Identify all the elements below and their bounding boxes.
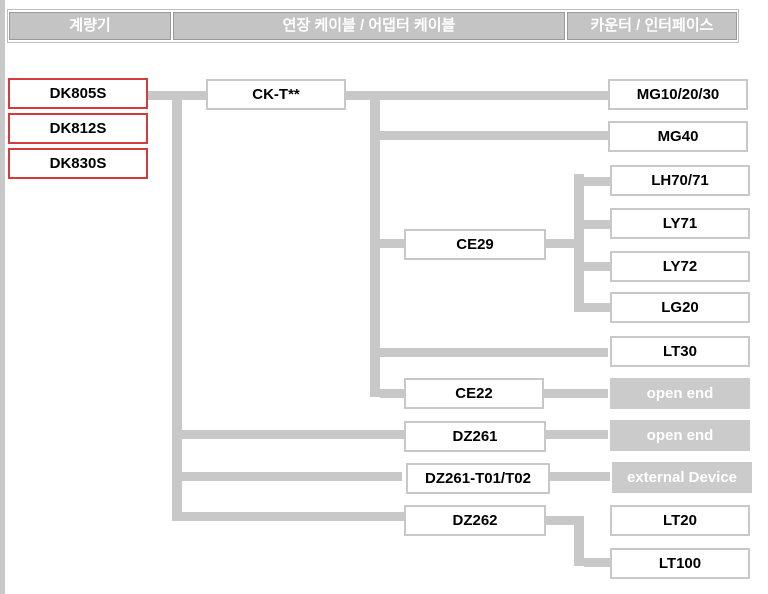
device-mg10-20-30[interactable]: MG10/20/30 xyxy=(608,79,748,110)
connector xyxy=(380,239,404,248)
device-open-end-2[interactable]: open end xyxy=(610,420,750,451)
connector xyxy=(380,348,608,357)
connector xyxy=(544,389,608,398)
connector xyxy=(182,472,402,481)
connector xyxy=(584,558,610,567)
device-ly71[interactable]: LY71 xyxy=(610,208,750,239)
connector xyxy=(182,512,404,521)
device-ly72[interactable]: LY72 xyxy=(610,251,750,282)
connector xyxy=(380,389,404,398)
meter-dk830s[interactable]: DK830S xyxy=(8,148,148,179)
device-external[interactable]: external Device xyxy=(612,462,752,493)
connector xyxy=(346,91,608,100)
connector xyxy=(574,516,584,566)
connector xyxy=(584,303,610,312)
device-open-end-1[interactable]: open end xyxy=(610,378,750,409)
cable-dz261-t01-t02[interactable]: DZ261-T01/T02 xyxy=(406,463,550,494)
meter-dk805s[interactable]: DK805S xyxy=(8,78,148,109)
cable-ce29[interactable]: CE29 xyxy=(404,229,546,260)
device-lt100[interactable]: LT100 xyxy=(610,548,750,579)
header-cables: 연장 케이블 / 어댑터 케이블 xyxy=(173,12,565,40)
connector xyxy=(370,91,380,397)
connector xyxy=(172,91,182,521)
connector xyxy=(584,220,610,229)
header-interfaces: 카운터 / 인터페이스 xyxy=(567,12,737,40)
connector xyxy=(546,239,574,248)
left-edge-bar xyxy=(0,0,5,594)
connector xyxy=(574,174,584,312)
cable-dz261[interactable]: DZ261 xyxy=(404,421,546,452)
device-lg20[interactable]: LG20 xyxy=(610,292,750,323)
connector xyxy=(584,177,610,186)
connector xyxy=(550,472,610,481)
connector xyxy=(546,430,608,439)
device-mg40[interactable]: MG40 xyxy=(608,121,748,152)
connector xyxy=(380,131,608,140)
cable-ce22[interactable]: CE22 xyxy=(404,378,544,409)
meter-dk812s[interactable]: DK812S xyxy=(8,113,148,144)
device-lt20[interactable]: LT20 xyxy=(610,505,750,536)
cable-dz262[interactable]: DZ262 xyxy=(404,505,546,536)
connector xyxy=(584,262,610,271)
device-lh70-71[interactable]: LH70/71 xyxy=(610,165,750,196)
header-meters: 계량기 xyxy=(9,12,171,40)
connector xyxy=(546,516,574,525)
connector xyxy=(182,430,404,439)
cable-ck-t[interactable]: CK-T** xyxy=(206,79,346,110)
device-lt30[interactable]: LT30 xyxy=(610,336,750,367)
